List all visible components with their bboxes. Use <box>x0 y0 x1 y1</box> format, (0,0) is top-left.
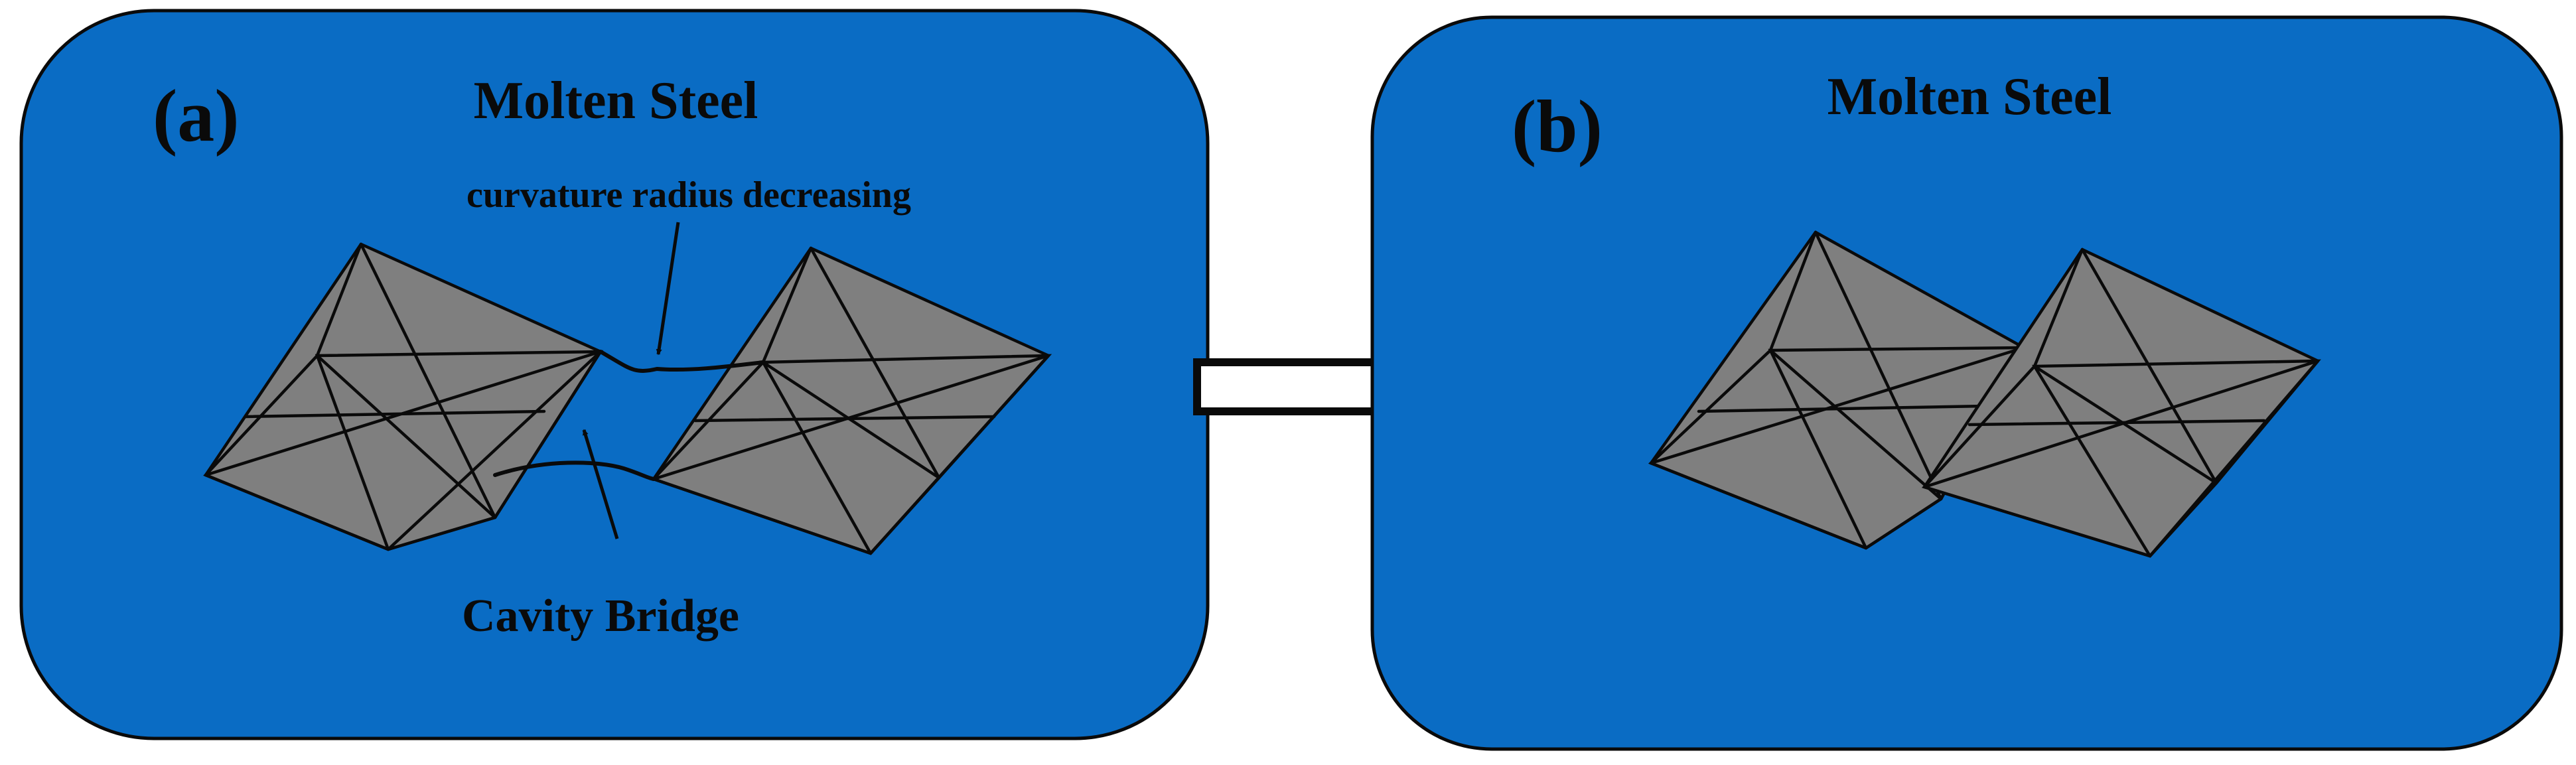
octahedron-icon <box>1648 230 2027 550</box>
curvature-pointer-arrow <box>656 222 680 356</box>
octahedron-icon <box>650 246 1052 555</box>
panel-b-title: Molten Steel <box>1827 68 2112 126</box>
panel-a-title: Molten Steel <box>474 72 758 130</box>
bridge-upper-curve <box>599 350 765 373</box>
panel-a-label: (a) <box>153 75 240 157</box>
octahedron-icon <box>1921 247 2321 558</box>
bridge-lower-curve <box>493 460 656 481</box>
front-crystal <box>1921 247 2321 558</box>
panel-b-label: (b) <box>1512 86 1603 168</box>
bridge-pointer-arrow <box>582 429 619 539</box>
panel-a: (a) Molten Steel curvature radius decrea… <box>19 9 1210 740</box>
octahedron-icon <box>203 242 604 551</box>
curvature-annotation: curvature radius decreasing <box>466 174 911 216</box>
cavity-bridge-label: Cavity Bridge <box>462 591 739 642</box>
panel-b: (b) Molten Steel <box>1370 15 2563 751</box>
right-crystal <box>650 246 1052 555</box>
